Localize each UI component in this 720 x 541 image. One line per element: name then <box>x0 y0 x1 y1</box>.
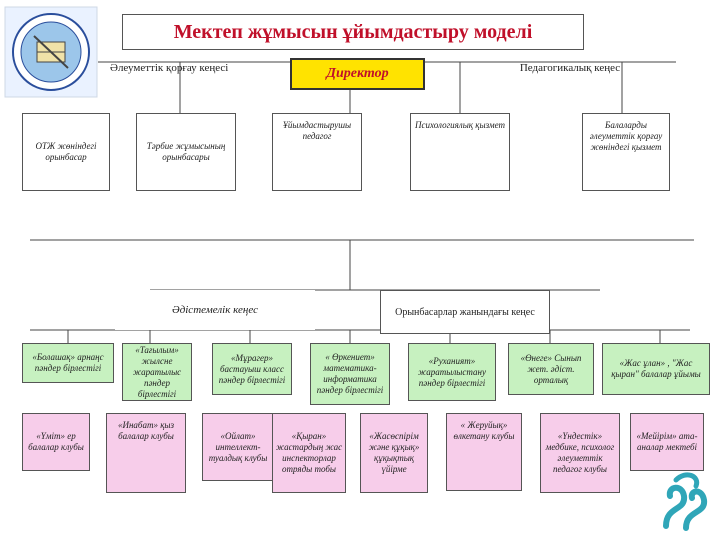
subject-union-2: «Тағылым» жылсне жаратылыс пәндер бірлес… <box>122 343 192 401</box>
social-protection-council: Әлеуметтік қорғау кеңесі <box>100 62 290 82</box>
upbringing-deputy: Тәрбие жұмысының орынбасары <box>136 113 236 191</box>
club-1: «Үміт» ер балалар клубы <box>22 413 90 471</box>
club-6: « Жеруйық» өлкетану клубы <box>446 413 522 491</box>
club-5: «Жасөспірім және құқық» құқықтық үйірме <box>360 413 428 493</box>
director-box: Директор <box>290 58 425 90</box>
organizer-pedagog: Ұйымдастырушы педагог <box>272 113 362 191</box>
subject-union-5: «Руханият» жаратылыстану пәндер бірлесті… <box>408 343 496 401</box>
psychology-service: Психологиялық қызмет <box>410 113 510 191</box>
deputies-council: Орынбасарлар жанындағы кеңес <box>380 290 550 334</box>
method-council: Әдістемелік кеңес <box>115 290 315 330</box>
ornament-icon <box>656 466 716 536</box>
page-title: Мектеп жұмысын ұйымдастыру моделі <box>122 14 584 50</box>
club-4: «Қыран» жастардың жас инспекторлар отряд… <box>272 413 346 493</box>
club-2: «Инабат» қыз балалар клубы <box>106 413 186 493</box>
club-7: «Үндестік» медбике, психолог әлеуметтік … <box>540 413 620 493</box>
school-logo <box>4 6 98 98</box>
club-8: «Мейірім» ата-аналар мектебі <box>630 413 704 471</box>
youth-organization: «Жас ұлан» , "Жас қыран" балалар ұйымы <box>602 343 710 395</box>
child-protection-service: Балаларды әлеуметтік қорғау жөніндегі қы… <box>582 113 670 191</box>
subject-union-1: «Болашақ» арнаңс пәндер бірлестігі <box>22 343 114 383</box>
subject-union-4: « Өркениет» математика-информатика пәнде… <box>310 343 390 405</box>
pedagogical-council: Педагогикалық кеңес <box>470 62 670 82</box>
otzh-deputy: ОТЖ жөніндегі орынбасар <box>22 113 110 191</box>
subject-union-3: «Мұрагер» бастауыш класс пәндер бірлесті… <box>212 343 292 395</box>
club-3: «Ойлат» интеллект-туалдық клубы <box>202 413 274 481</box>
subject-union-6: «Өнеге» Сынып жет. әдіст. орталық <box>508 343 594 395</box>
